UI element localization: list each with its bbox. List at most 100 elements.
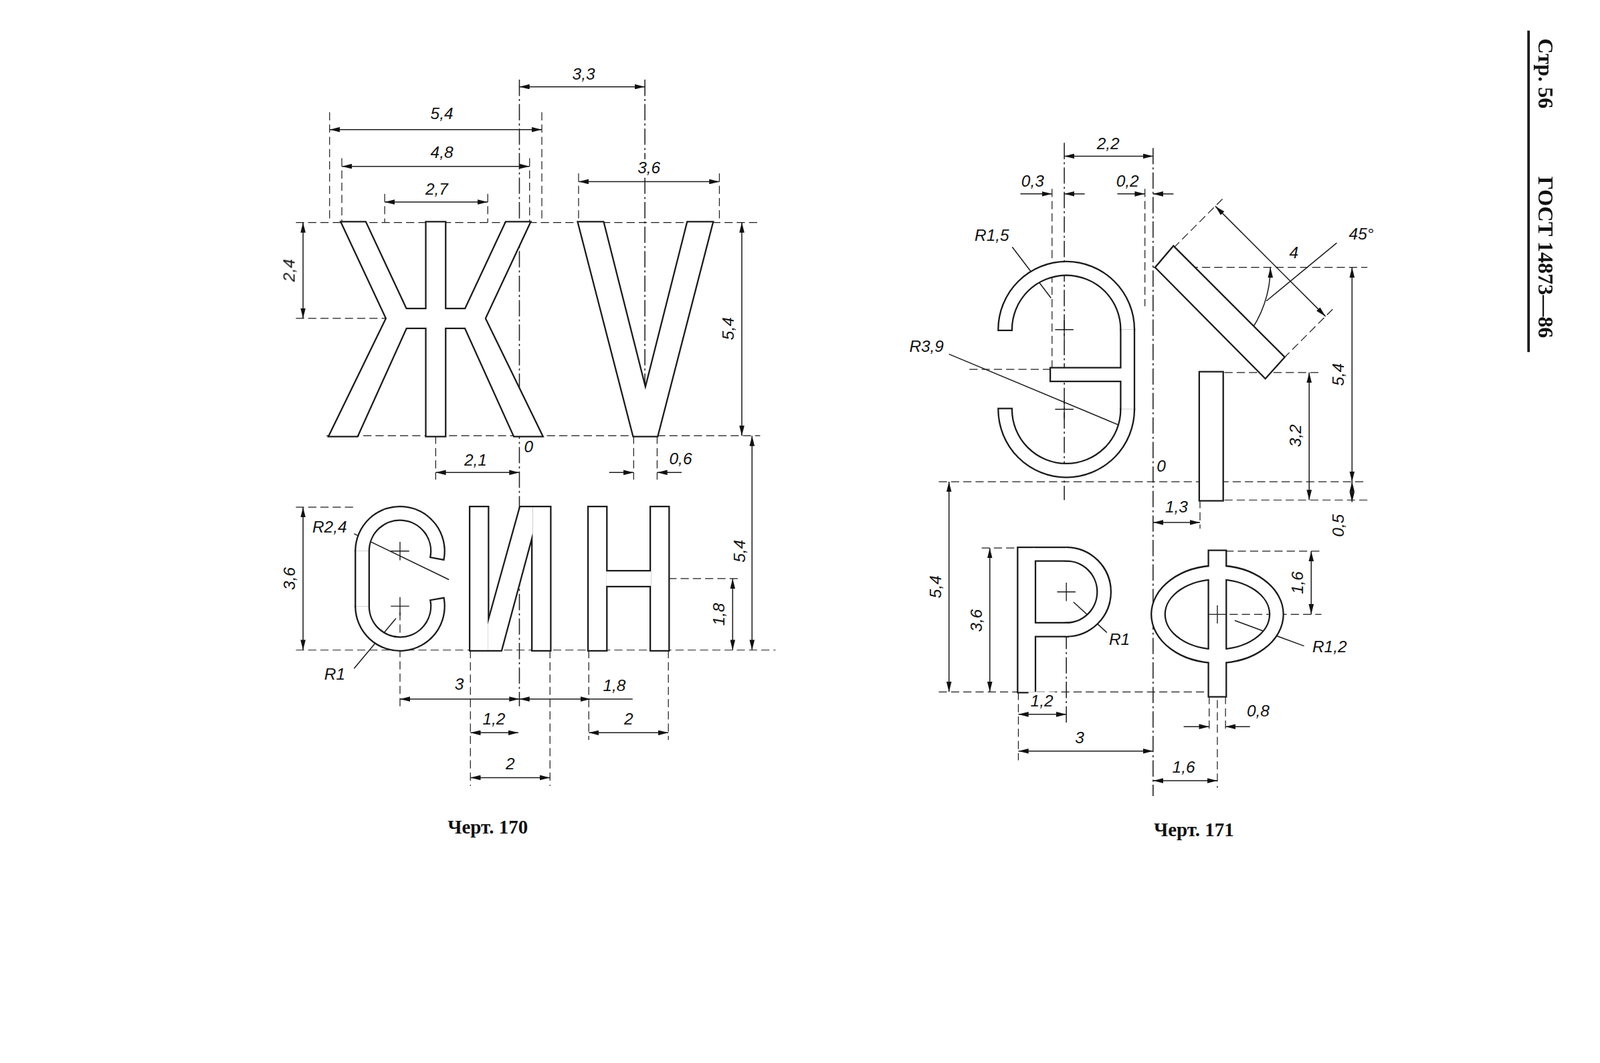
dimension-label: 5,4: [926, 573, 945, 600]
dimension-label: 1,6: [1288, 569, 1308, 596]
extension-line: [435, 435, 437, 480]
dimension-label: 2: [622, 710, 636, 729]
glyph-fill: [1032, 547, 1068, 560]
glyph-outline: [998, 262, 1134, 330]
letter-e: [998, 262, 1134, 477]
extension-line: [633, 435, 635, 480]
centre-cross: [390, 541, 409, 560]
dimension-label: R1,2: [1310, 637, 1350, 656]
glyph-fill: [588, 507, 607, 651]
glyph-fill: [461, 318, 543, 436]
letter-glyphs: [329, 222, 1284, 697]
glyph-fill: [1032, 623, 1068, 636]
extension-line: [1144, 188, 1146, 306]
page-header: ГОСТ 14873—86: [1533, 174, 1557, 341]
glyph-outline: [487, 507, 533, 651]
extension-line: [1173, 198, 1223, 248]
glyph-fill: [650, 507, 669, 651]
dimension-label: 2,7: [423, 180, 451, 199]
dimension-line: [302, 222, 304, 319]
dimension-line: [1215, 206, 1326, 317]
header-rule: [1527, 30, 1530, 353]
centre-cross: [1208, 605, 1227, 624]
dimension-label: 45°: [1347, 225, 1376, 244]
glyph-fill: [329, 318, 411, 436]
dimension-line: [1351, 481, 1354, 503]
glyph-fill: [470, 507, 488, 651]
page-header: Стр. 56: [1533, 36, 1557, 111]
dimension-label: 1,8: [710, 600, 729, 628]
dimension-label: 3,6: [635, 159, 663, 178]
letter-ef: [1151, 551, 1283, 697]
dimension-arrow: [1183, 725, 1210, 728]
dimension-arrow: [609, 472, 635, 474]
dimension-label: 1,2: [480, 710, 508, 729]
dimension-label: 2,1: [462, 450, 489, 469]
extension-line: [588, 650, 590, 740]
dimension-line: [400, 698, 520, 700]
glyph-outline: [461, 318, 543, 436]
dimension-label: 5,4: [719, 315, 738, 342]
dimension-line: [751, 435, 754, 650]
element-diagonal-bar: [1155, 246, 1284, 378]
glyph-outline: [650, 507, 669, 651]
extension-line: [1018, 691, 1019, 760]
extension-line: [487, 193, 489, 223]
glyph-outline: [470, 507, 488, 651]
glyph-fill: [1155, 246, 1284, 378]
dimension-line: [578, 181, 720, 183]
glyph-outline: [329, 318, 411, 436]
glyph-fill: [1121, 329, 1134, 410]
centre-cross: [1054, 320, 1073, 339]
dimension-label: 3,6: [280, 565, 299, 592]
extension-line: [668, 650, 669, 740]
glyph-outline: [1200, 372, 1223, 501]
extension-line: [549, 650, 551, 786]
dimension-label: 0,2: [1114, 172, 1142, 191]
leader-line: [590, 698, 633, 700]
extension-line: [529, 157, 530, 223]
centre-line: [1152, 147, 1154, 796]
glyph-fill: [355, 551, 368, 607]
dimension-line: [519, 86, 645, 88]
letter-zhe: [329, 222, 542, 437]
dimension-label: 5,4: [1329, 361, 1348, 388]
dimension-arrow: [656, 472, 682, 474]
extension-line: [1208, 695, 1210, 733]
dimension-label: 4: [1287, 244, 1302, 263]
dimension-label: 2,4: [280, 256, 299, 284]
dimension-line: [1308, 372, 1310, 501]
dimension-label: R3,9: [907, 337, 946, 356]
centre-cross: [1056, 582, 1075, 601]
glyph-fill: [426, 222, 445, 437]
glyph-fill: [532, 507, 550, 651]
extension-line: [295, 317, 393, 319]
centre-marks: [390, 320, 1227, 624]
dimension-line: [519, 698, 591, 700]
letter-v: [578, 222, 713, 437]
glyph-fill: [1050, 368, 1123, 381]
dimension-line: [741, 222, 743, 437]
glyph-outline: [1032, 547, 1068, 560]
extension-line: [470, 650, 471, 786]
glyph-fill: [487, 507, 533, 651]
letter-er: [1018, 547, 1110, 692]
dimension-line: [989, 547, 991, 692]
glyph-outline: [1155, 246, 1284, 378]
dimension-label: R1,5: [972, 226, 1012, 245]
dimension-label: 3: [452, 675, 467, 694]
dimension-label: R2,4: [310, 518, 350, 537]
dimension-label: 5,4: [428, 105, 456, 124]
dimension-line: [329, 129, 542, 131]
dimension-line: [341, 165, 530, 168]
glyph-fill: [578, 222, 713, 437]
glyph-fill: [1018, 547, 1035, 692]
glyph-outline: [532, 507, 550, 651]
extension-line: [1225, 695, 1227, 733]
dimension-label: 0,3: [1019, 172, 1047, 191]
glyph-fill: [998, 262, 1134, 330]
dimension-line: [1064, 155, 1154, 158]
glyph-outline: [1018, 547, 1035, 692]
dimension-line: [948, 481, 950, 692]
centre-cross: [1054, 400, 1073, 419]
